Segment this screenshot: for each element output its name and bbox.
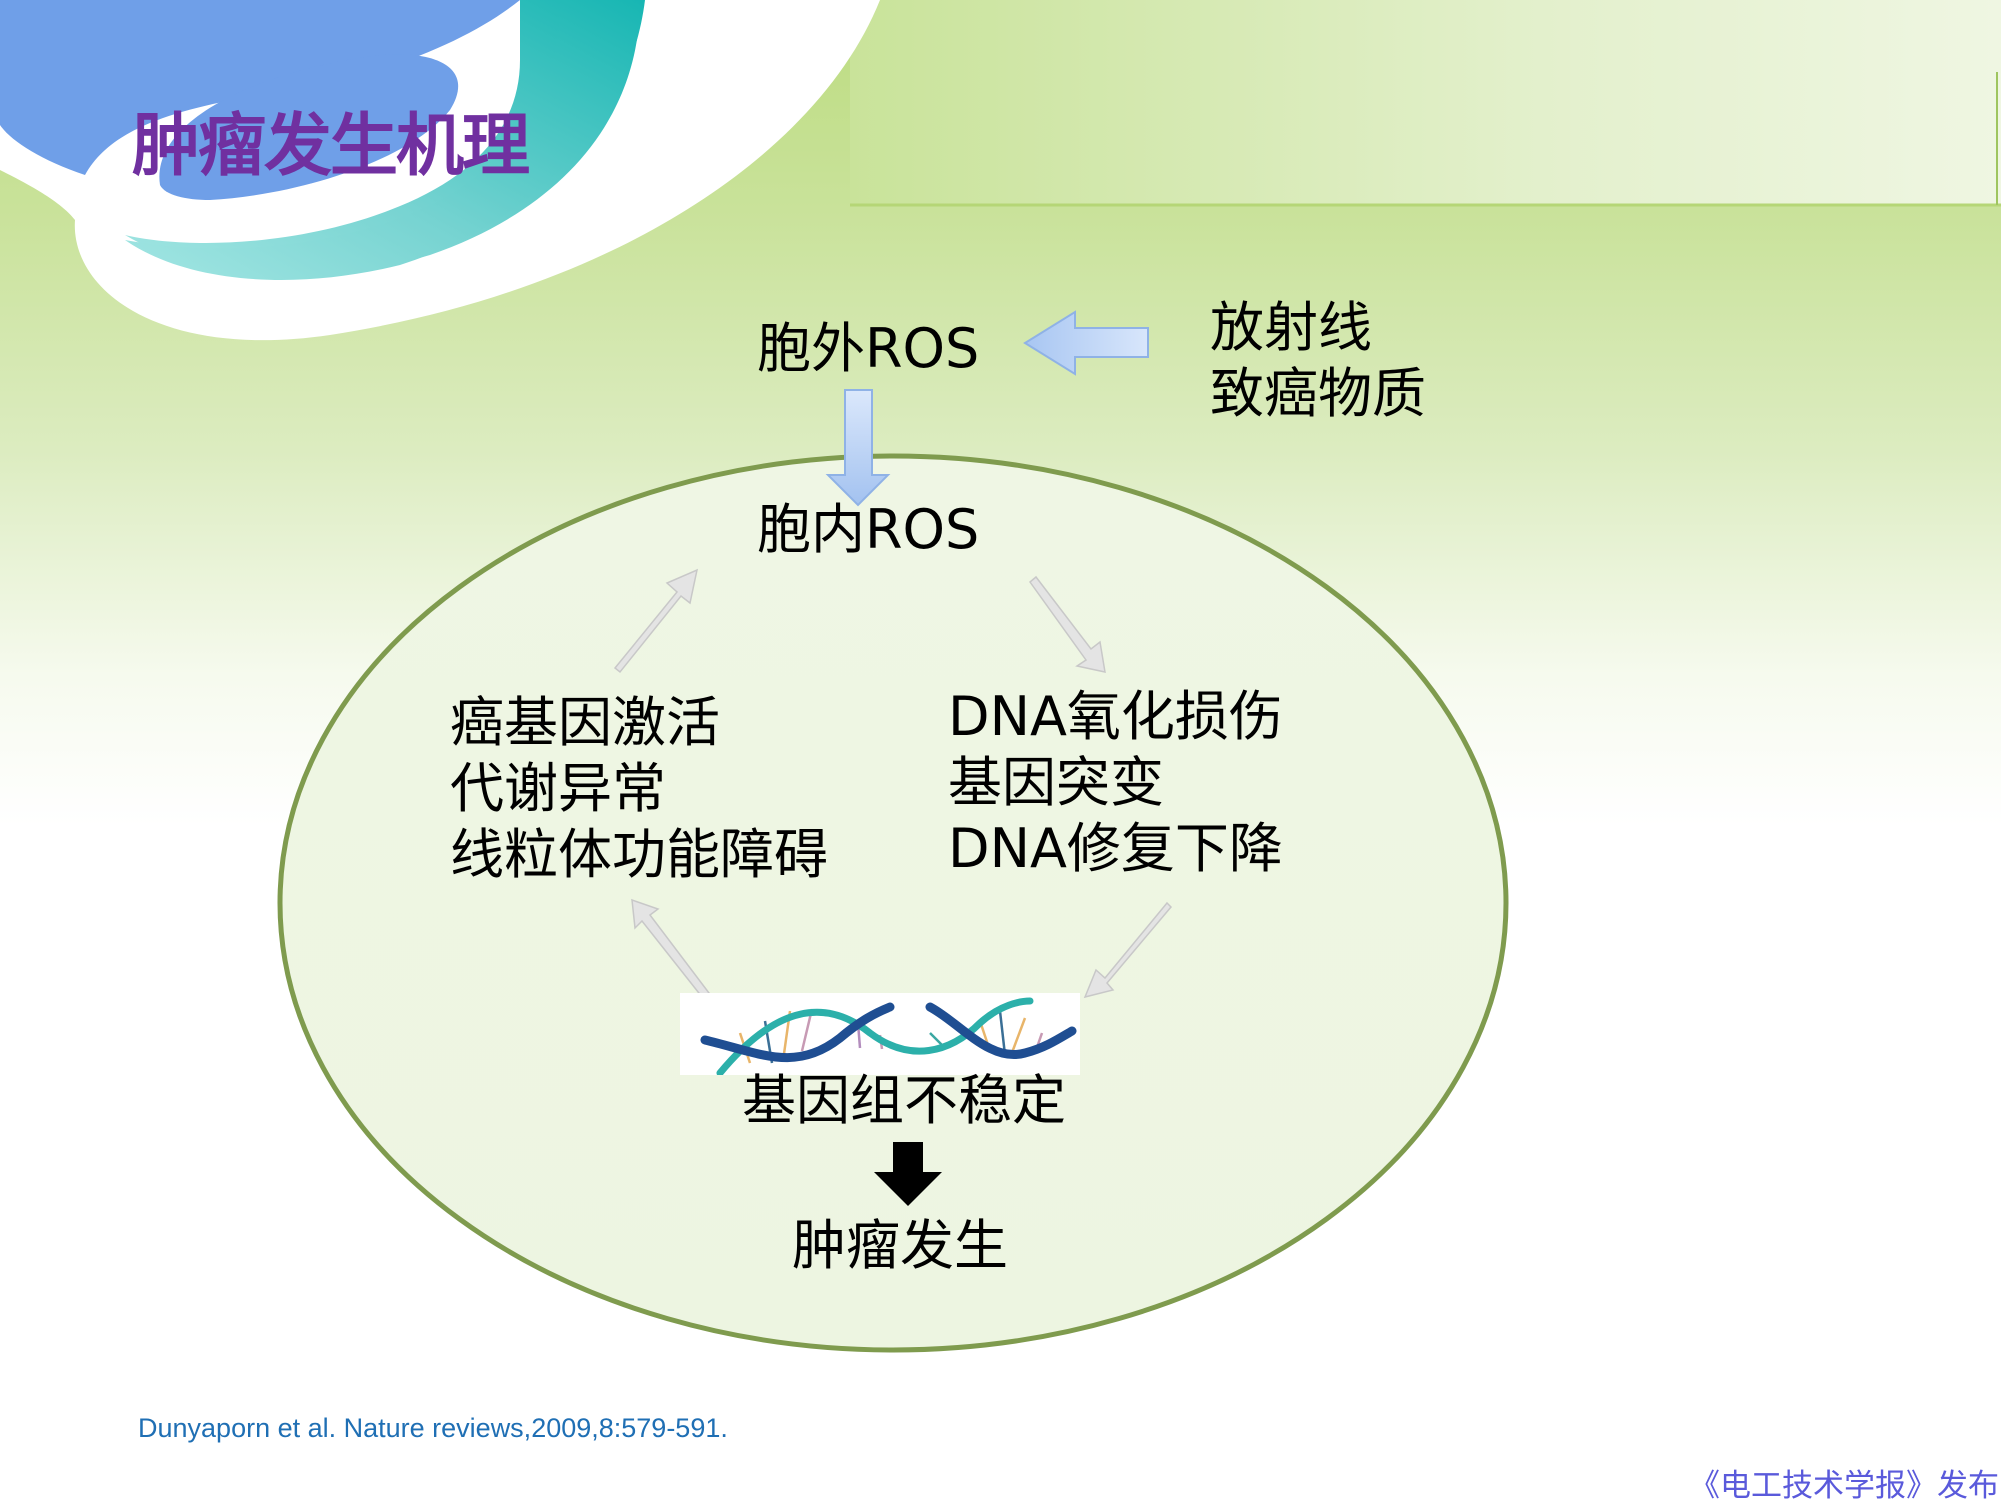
arrow-left-icon <box>1023 310 1149 376</box>
arrow-down-black-icon <box>874 1142 942 1206</box>
arrow-down-icon <box>825 389 891 507</box>
dna-helix-icon <box>700 997 1077 1077</box>
ros-sources: 放射线 致癌物质 <box>1210 295 1426 427</box>
slide-title: 肿瘤发生机理 <box>132 107 530 186</box>
tumorigenesis-label: 肿瘤发生 <box>792 1214 1008 1277</box>
effect-dna-oxidative-damage: DNA氧化损伤 <box>948 685 1283 748</box>
cell-ellipse <box>277 453 1509 1353</box>
effect-metabolic-abnormality: 代谢异常 <box>450 757 666 820</box>
publisher-watermark: 《电工技术学报》发布 <box>1689 1468 1999 1504</box>
effect-dna-repair-decline: DNA修复下降 <box>948 817 1283 880</box>
effect-gene-mutation: 基因突变 <box>948 751 1164 814</box>
intracellular-ros-label: 胞内ROS <box>757 498 980 561</box>
effect-mitochondrial-dysfunction: 线粒体功能障碍 <box>450 823 828 886</box>
citation: Dunyaporn et al. Nature reviews,2009,8:5… <box>138 1413 728 1443</box>
right-effects-list: DNA氧化损伤 基因突变 DNA修复下降 <box>948 684 1283 882</box>
genome-instability-label: 基因组不稳定 <box>742 1069 1066 1132</box>
effect-oncogene-activation: 癌基因激活 <box>450 691 720 754</box>
extracellular-ros-label: 胞外ROS <box>757 317 980 380</box>
left-effects-list: 癌基因激活 代谢异常 线粒体功能障碍 <box>450 690 828 888</box>
dna-helix-image <box>680 993 1080 1077</box>
source-radiation: 放射线 <box>1210 296 1372 359</box>
cycle-arrows <box>613 568 1173 1004</box>
source-carcinogens: 致癌物质 <box>1210 362 1426 425</box>
swoosh-logo <box>0 0 880 341</box>
